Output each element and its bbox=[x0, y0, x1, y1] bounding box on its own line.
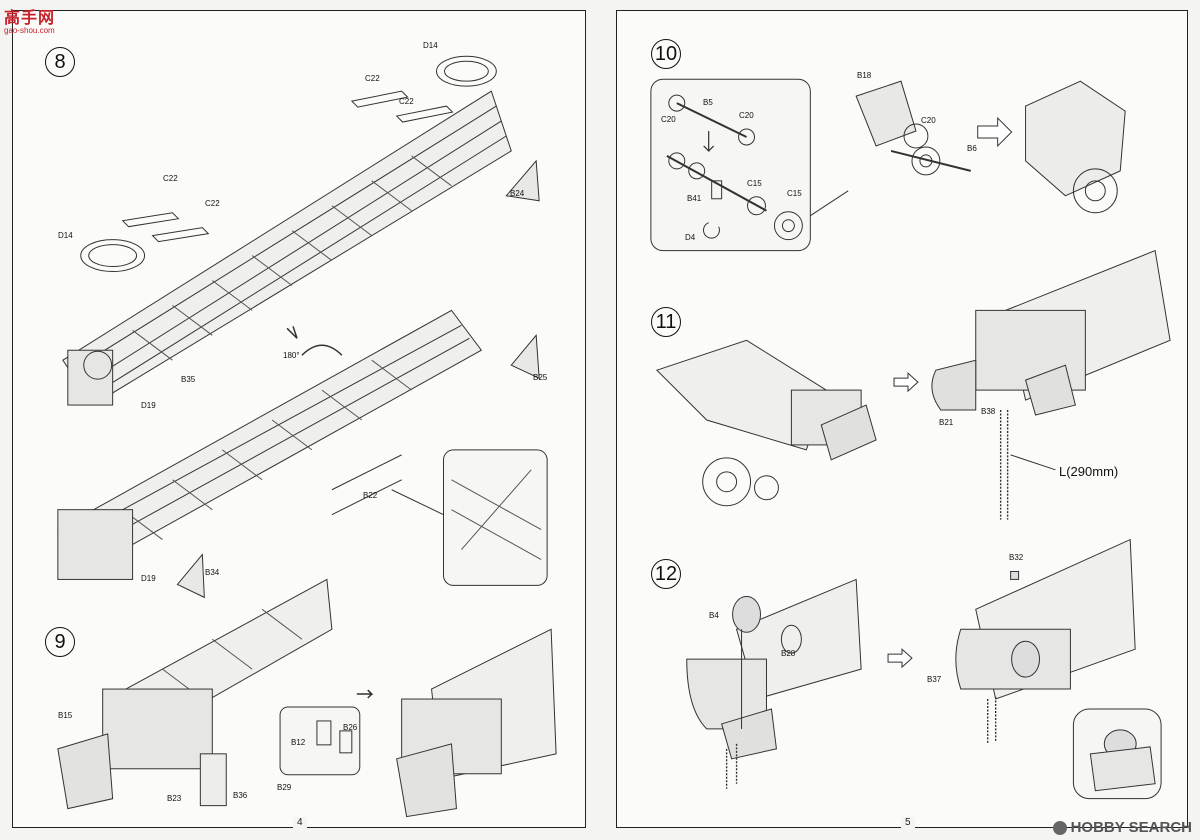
part-label: D14 bbox=[58, 231, 73, 240]
step-number-10: 10 bbox=[651, 39, 681, 69]
part-label: B18 bbox=[857, 71, 872, 80]
part-label: C20 bbox=[661, 115, 676, 124]
part-label: D14 bbox=[423, 41, 438, 50]
part-label: B32 bbox=[1009, 553, 1024, 562]
part-label: B29 bbox=[277, 783, 292, 792]
watermark-top: 高手网 gao-shou.com bbox=[4, 4, 55, 35]
part-label: B12 bbox=[291, 738, 306, 747]
part-label: B36 bbox=[233, 791, 248, 800]
part-label: B41 bbox=[687, 194, 702, 203]
part-label: B6 bbox=[967, 144, 977, 153]
part-label: C22 bbox=[399, 97, 414, 106]
left-page-illustrations bbox=[57, 55, 557, 818]
part-label: B38 bbox=[981, 407, 996, 416]
page-number: 4 bbox=[293, 817, 307, 828]
step-number-12: 12 bbox=[651, 559, 681, 589]
instruction-page-right: 10 11 12 B5 C20 C20 B41 C15 D4 C15 B18 C… bbox=[616, 10, 1188, 828]
part-label: C20 bbox=[921, 116, 936, 125]
watermark-url: gao-shou.com bbox=[4, 26, 55, 35]
part-label: B21 bbox=[939, 418, 954, 427]
hobby-search-logo-icon bbox=[1052, 820, 1067, 835]
part-label: B24 bbox=[510, 189, 525, 198]
part-label: D4 bbox=[685, 233, 696, 242]
part-label: C15 bbox=[747, 179, 762, 188]
part-label: D19 bbox=[141, 401, 156, 410]
part-label: B37 bbox=[927, 675, 942, 684]
part-label: D19 bbox=[141, 574, 156, 583]
step-number-11: 11 bbox=[651, 307, 681, 337]
part-label: B35 bbox=[181, 375, 196, 384]
rotation-label: 180° bbox=[283, 351, 300, 360]
step-number-9: 9 bbox=[45, 627, 75, 657]
watermark-bottom: HOBBY SEARCH bbox=[1052, 819, 1192, 836]
part-label: C20 bbox=[739, 111, 754, 120]
part-label: B4 bbox=[709, 611, 719, 620]
watermark-logo-text: 高手网 bbox=[4, 10, 56, 27]
page-number: 5 bbox=[901, 817, 915, 828]
part-label: B34 bbox=[205, 568, 220, 577]
part-label: C15 bbox=[787, 189, 802, 198]
part-label: C22 bbox=[205, 199, 220, 208]
watermark-brand: HOBBY SEARCH bbox=[1070, 819, 1192, 836]
part-label: B5 bbox=[703, 98, 713, 107]
part-label: B23 bbox=[167, 794, 182, 803]
part-label: C22 bbox=[163, 174, 178, 183]
part-label: B26 bbox=[343, 723, 358, 732]
step-number-8: 8 bbox=[45, 47, 75, 77]
part-label: B25 bbox=[533, 373, 548, 382]
chain-length-label: L(290mm) bbox=[1059, 464, 1119, 479]
part-label: B15 bbox=[58, 711, 73, 720]
right-page-illustrations bbox=[650, 78, 1171, 800]
part-label: B22 bbox=[363, 491, 378, 500]
part-label: B28 bbox=[781, 649, 796, 658]
instruction-page-left: 8 9 D14 C22 C22 C22 C22 D14 B24 B35 D19 … bbox=[12, 10, 586, 828]
part-label: C22 bbox=[365, 74, 380, 83]
